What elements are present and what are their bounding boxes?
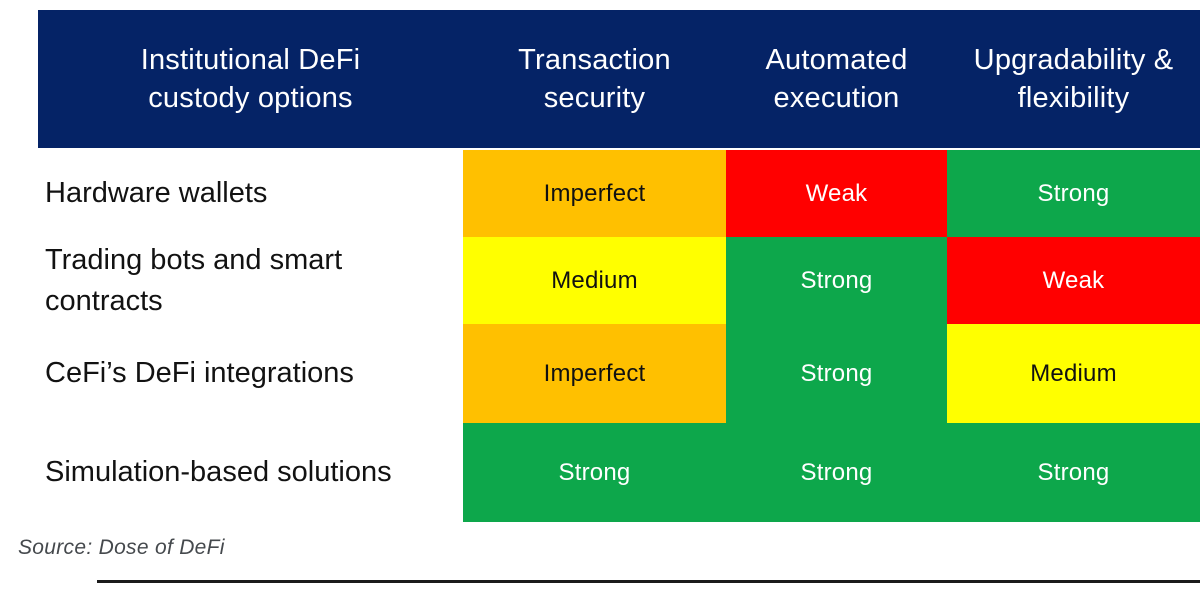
- row-label-simulation-based: Simulation-based solutions: [38, 423, 463, 522]
- cell-hardware-wallets-upgradability: Strong: [947, 150, 1200, 237]
- cell-trading-bots-upgradability: Weak: [947, 237, 1200, 324]
- cell-hardware-wallets-automated-execution: Weak: [726, 150, 947, 237]
- table-row: Trading bots and smart contracts Medium …: [38, 237, 1200, 324]
- bottom-divider-line: [97, 580, 1200, 583]
- header-transaction-security: Transaction security: [518, 43, 671, 114]
- source-attribution: Source: Dose of DeFi: [18, 536, 225, 559]
- table-row: Hardware wallets Imperfect Weak Strong: [38, 150, 1200, 237]
- header-upgradability-flexibility: Upgradability & flexibility: [973, 43, 1174, 114]
- cell-hardware-wallets-transaction-security: Imperfect: [463, 150, 726, 237]
- cell-simulation-automated-execution: Strong: [726, 423, 947, 522]
- cell-simulation-upgradability: Strong: [947, 423, 1200, 522]
- row-label-cefi-defi-integrations: CeFi’s DeFi integrations: [38, 324, 463, 423]
- header-automated-execution: Automated execution: [765, 43, 908, 114]
- row-label-hardware-wallets: Hardware wallets: [38, 150, 463, 237]
- table-body: Hardware wallets Imperfect Weak Strong T…: [38, 150, 1200, 522]
- cell-trading-bots-transaction-security: Medium: [463, 237, 726, 324]
- header-custody-options: Institutional DeFi custody options: [140, 43, 361, 114]
- table-row: Simulation-based solutions Strong Strong…: [38, 423, 1200, 522]
- cell-simulation-transaction-security: Strong: [463, 423, 726, 522]
- cell-cefi-transaction-security: Imperfect: [463, 324, 726, 423]
- cell-cefi-automated-execution: Strong: [726, 324, 947, 423]
- row-label-trading-bots: Trading bots and smart contracts: [38, 237, 463, 324]
- cell-cefi-upgradability: Medium: [947, 324, 1200, 423]
- table-header-row: Institutional DeFi custody options Trans…: [38, 10, 1200, 148]
- cell-trading-bots-automated-execution: Strong: [726, 237, 947, 324]
- table-row: CeFi’s DeFi integrations Imperfect Stron…: [38, 324, 1200, 423]
